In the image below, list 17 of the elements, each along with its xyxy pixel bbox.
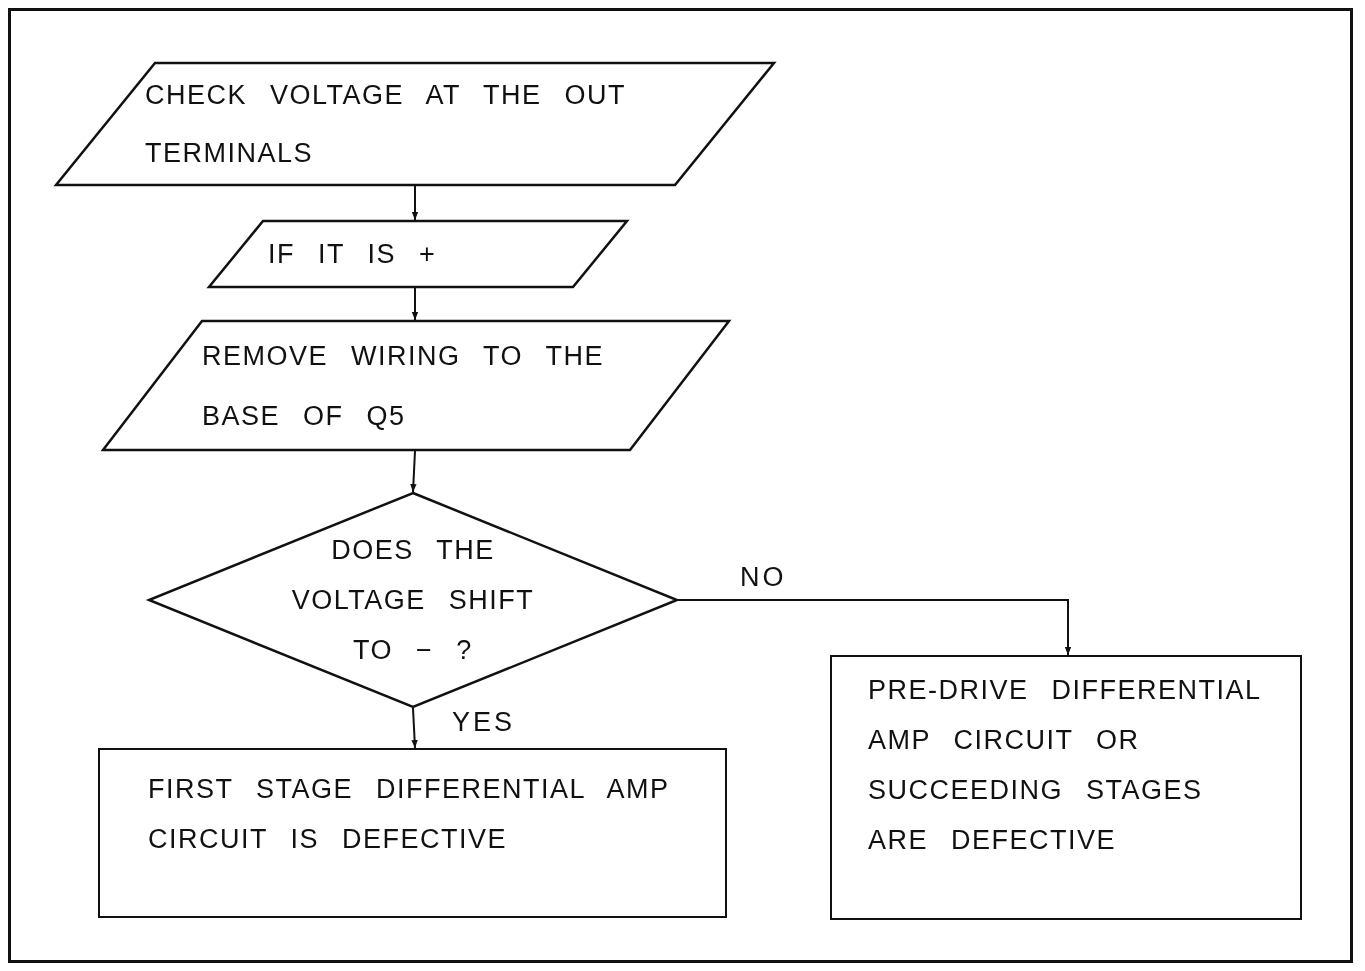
process-box	[98, 748, 727, 918]
arrow	[411, 707, 418, 749]
node-text: FIRST STAGE DIFFERENTIAL AMP CIRCUIT IS DEFECTIVE	[148, 773, 671, 856]
arrow	[677, 599, 1072, 656]
node-text: REMOVE WIRING TO THE BASE OF Q5	[202, 340, 606, 433]
node-text: DOES THE VOLTAGE SHIFT TO − ?	[290, 534, 536, 667]
node-text: IF IT IS +	[268, 238, 438, 271]
arrow	[411, 287, 419, 321]
node-text: PRE-DRIVE DIFFERENTIAL AMP CIRCUIT OR SUCCEEDING STAGES ARE DEFECTIVE	[868, 674, 1262, 857]
arrow	[410, 450, 417, 493]
node-text: CHECK VOLTAGE AT THE OUT TERMINALS	[145, 79, 627, 170]
process-box	[830, 655, 1302, 920]
parallelogram-box	[208, 220, 628, 288]
parallelogram-box	[55, 62, 775, 186]
decision-diamond	[148, 492, 678, 708]
parallelogram-box	[102, 320, 730, 451]
arrow	[411, 185, 419, 221]
